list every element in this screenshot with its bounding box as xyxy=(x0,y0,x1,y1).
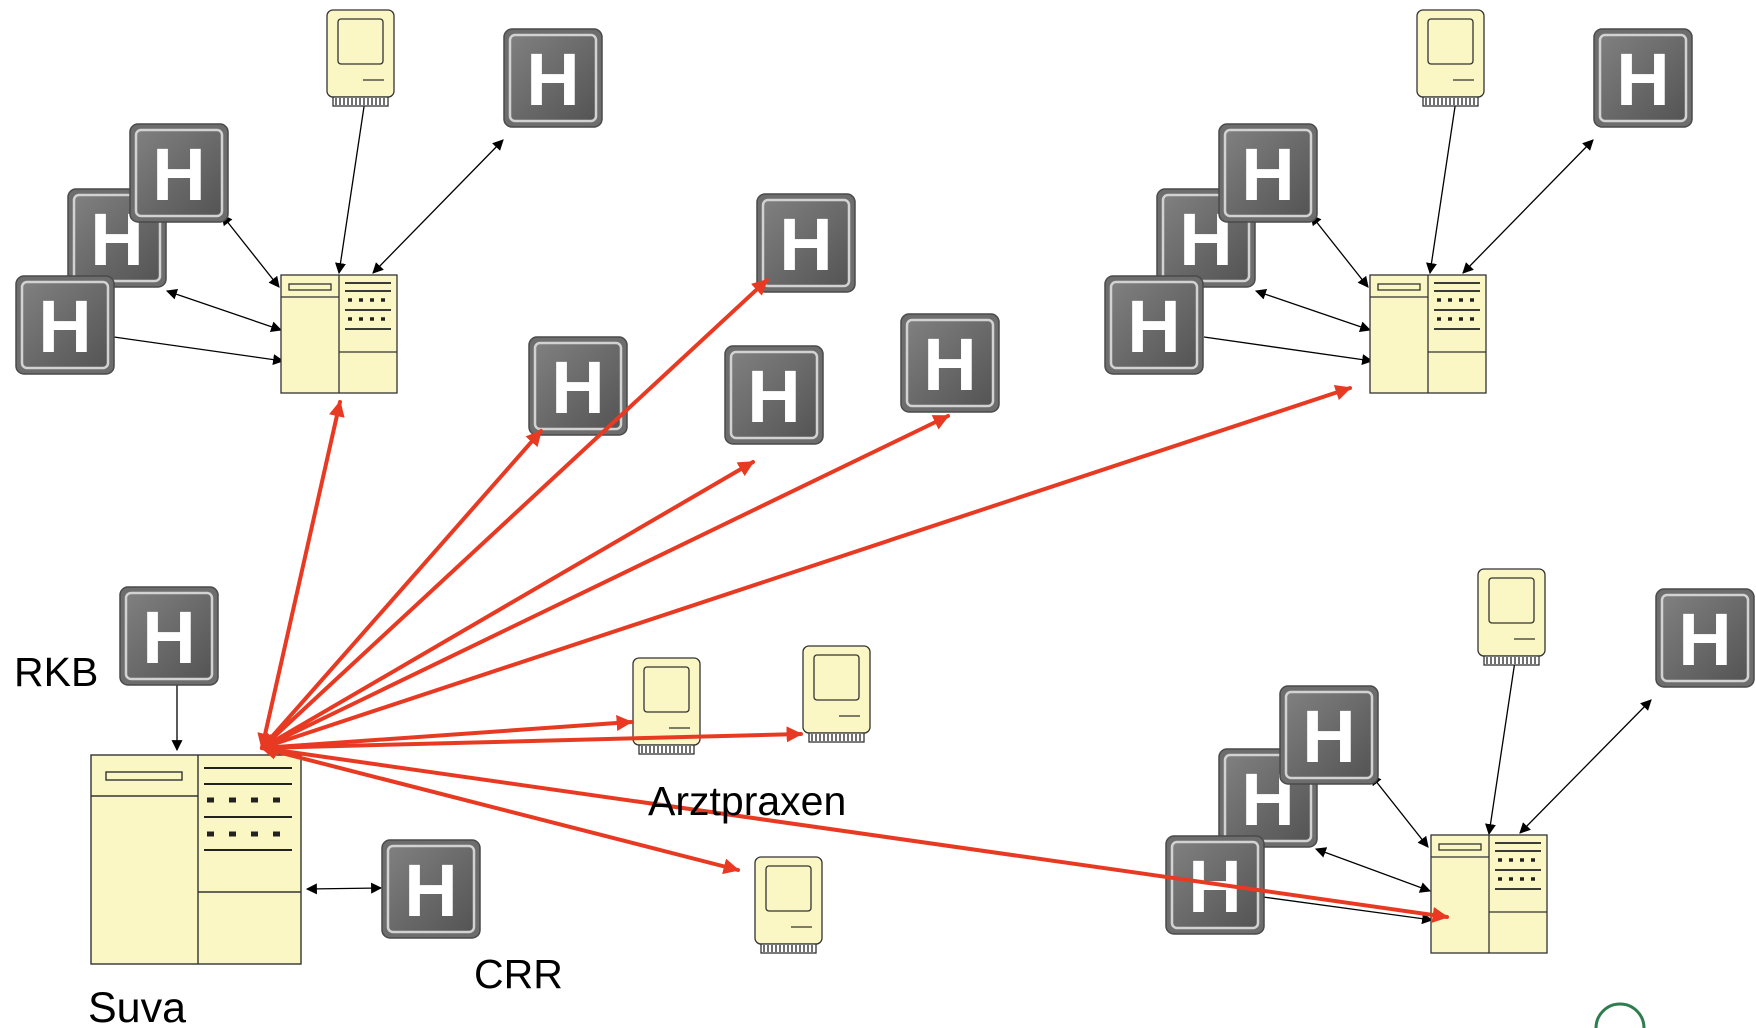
hospital-icon: H xyxy=(528,336,628,436)
hospital-letter: H xyxy=(38,285,91,368)
link xyxy=(335,99,366,275)
link xyxy=(1519,699,1652,834)
label-suva: Suva xyxy=(88,984,186,1028)
link xyxy=(1310,214,1369,288)
hospital-icon: H xyxy=(1655,588,1755,688)
hospital-letter: H xyxy=(142,596,195,679)
computer-icon xyxy=(1416,9,1485,107)
computer-icon xyxy=(326,9,395,107)
link xyxy=(1462,139,1594,274)
hospital-letter: H xyxy=(526,38,579,121)
server-icon xyxy=(1430,834,1548,954)
hospital-letter: H xyxy=(923,323,976,406)
hospital-letter: H xyxy=(747,355,800,438)
link xyxy=(1262,896,1434,925)
hospital-letter: H xyxy=(1616,38,1669,121)
hospital-icon: H xyxy=(119,586,219,686)
computer-icon xyxy=(754,856,823,954)
hospital-letter: H xyxy=(779,203,832,286)
link xyxy=(1314,847,1432,893)
hospital-letter: H xyxy=(1241,133,1294,216)
hospital-icon: H xyxy=(503,28,603,128)
hospital-letter: H xyxy=(1302,695,1355,778)
link xyxy=(1485,660,1516,836)
hospital-letter: H xyxy=(1678,598,1731,681)
red-link xyxy=(260,742,1449,923)
link xyxy=(305,882,383,895)
server-icon xyxy=(90,754,302,965)
server-icon xyxy=(1369,274,1487,394)
red-link xyxy=(257,400,345,750)
link xyxy=(1203,336,1374,366)
link xyxy=(372,139,504,274)
hospital-icon: H xyxy=(756,193,856,293)
hospital-icon: H xyxy=(129,123,229,223)
black-links xyxy=(113,99,1652,925)
hospital-icon: H xyxy=(381,839,481,939)
hospital-letter: H xyxy=(1127,285,1180,368)
hospital-letter: H xyxy=(404,849,457,932)
hospital-letter: H xyxy=(551,346,604,429)
link xyxy=(221,214,280,288)
hospital-icon: H xyxy=(724,345,824,445)
link xyxy=(1370,774,1429,848)
logo-icon xyxy=(1594,1002,1646,1028)
hospital-letter: H xyxy=(152,133,205,216)
computer-icon xyxy=(802,645,871,743)
hospital-icon: H xyxy=(1218,123,1318,223)
link xyxy=(1254,289,1372,332)
hospital-icon: H xyxy=(15,275,115,375)
hospital-icon: H xyxy=(1593,28,1693,128)
label-arztpraxen: Arztpraxen xyxy=(648,778,846,824)
link xyxy=(1426,99,1457,275)
server-icon xyxy=(280,274,398,394)
hospital-icon: H xyxy=(900,313,1000,413)
red-link xyxy=(260,384,1352,752)
link xyxy=(165,289,283,332)
label-rkb: RKB xyxy=(14,649,98,695)
label-crr: CRR xyxy=(474,951,563,997)
hospital-icon: H xyxy=(1104,275,1204,375)
computer-icon xyxy=(1477,568,1546,666)
hospital-icon: H xyxy=(1279,685,1379,785)
red-links xyxy=(257,278,1449,923)
link xyxy=(113,336,285,366)
